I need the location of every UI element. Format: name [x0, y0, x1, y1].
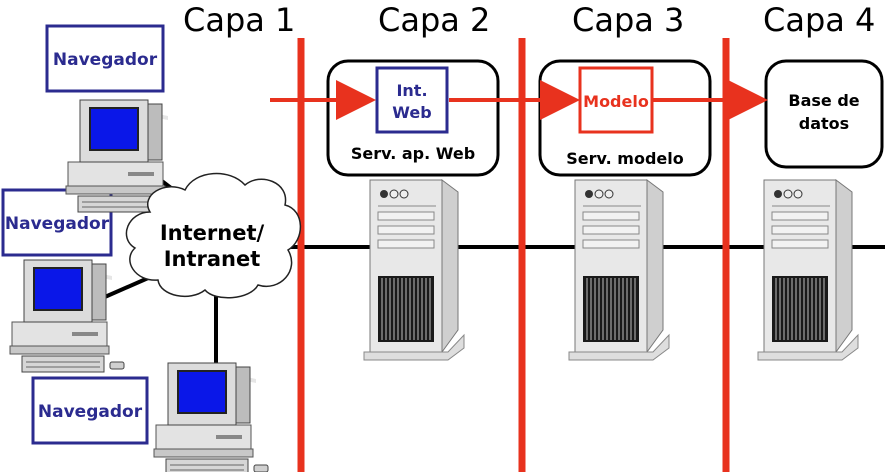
model-label: Modelo [583, 92, 649, 111]
layer-title-1: Capa 1 [183, 1, 295, 39]
server-icon [363, 179, 465, 361]
browser-label-2: Navegador [5, 214, 110, 234]
computer-icon [9, 259, 125, 373]
model-server-box: Modelo Serv. modelo [538, 59, 712, 177]
web-interface-label-line1: Int. [396, 81, 427, 100]
database-label-line2: datos [799, 114, 849, 133]
database-label-line1: Base de [788, 91, 859, 110]
cloud-label-line2: Intranet [164, 247, 261, 271]
server-icon [568, 179, 670, 361]
model-server-caption: Serv. modelo [566, 149, 683, 168]
layer-title-4: Capa 4 [763, 1, 875, 39]
layer-dividers [297, 38, 730, 472]
layer-title-3: Capa 3 [572, 1, 684, 39]
cloud-label-line1: Internet/ [160, 221, 265, 245]
browser-label-3: Navegador [38, 402, 143, 422]
web-app-server-box: Int. Web Serv. ap. Web [326, 59, 500, 177]
cloud-icon: Internet/ Intranet [125, 172, 302, 299]
layer-title-2: Capa 2 [378, 1, 490, 39]
browser-box-1: Navegador [45, 24, 165, 93]
web-app-server-caption: Serv. ap. Web [351, 144, 475, 163]
computer-icon [153, 362, 269, 472]
browser-box-3: Navegador [31, 376, 149, 445]
web-interface-label-line2: Web [392, 103, 431, 122]
server-icon [757, 179, 859, 361]
browser-label-1: Navegador [53, 50, 158, 70]
database-box: Base de datos [764, 59, 884, 169]
